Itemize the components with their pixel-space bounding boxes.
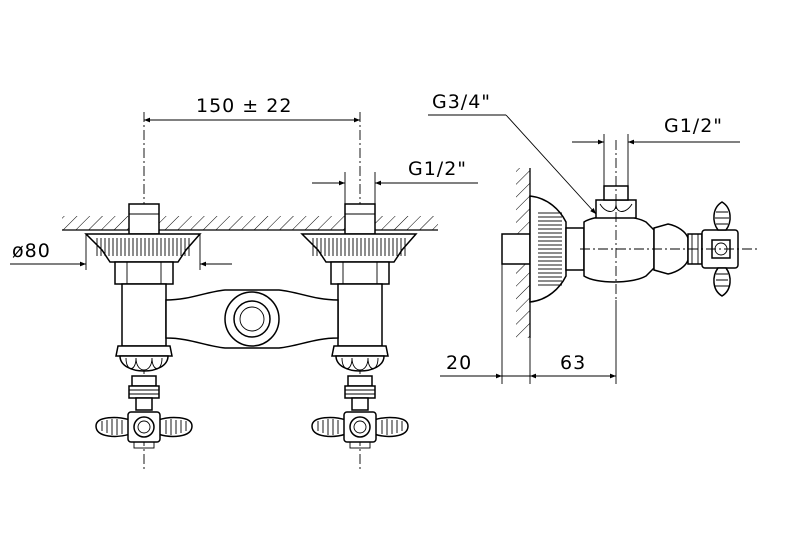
side-thread-dimension: G1/2" [572, 115, 740, 186]
side-inlet-pipe [501, 233, 531, 265]
side-handle [580, 201, 760, 297]
outlet-thread-callout: G3/4" [428, 91, 597, 215]
left-valve [84, 112, 202, 470]
front-view: 150 ± 22 G1/2" ø80 [10, 95, 478, 470]
mixer-body [165, 289, 339, 349]
center-distance-label: 150 ± 22 [196, 95, 292, 117]
side-rosette-ribs [538, 210, 562, 288]
wall-front [62, 216, 438, 231]
side-view: G3/4" G1/2" 20 63 [428, 91, 760, 384]
outlet-thread-label: G3/4" [432, 91, 491, 113]
right-valve [300, 112, 418, 470]
side-thread-label: G1/2" [664, 115, 723, 137]
depth-dimensions: 20 63 [440, 264, 617, 384]
side-valve-body [583, 140, 655, 300]
center-distance-dimension: 150 ± 22 [144, 95, 360, 123]
front-thread-label: G1/2" [408, 158, 467, 180]
wall-offset-label: 20 [446, 352, 472, 374]
front-thread-dimension: G1/2" [312, 158, 478, 204]
projection-label: 63 [560, 352, 586, 374]
rosette-diameter-dimension: ø80 [10, 234, 232, 270]
rosette-diameter-label: ø80 [12, 240, 51, 262]
